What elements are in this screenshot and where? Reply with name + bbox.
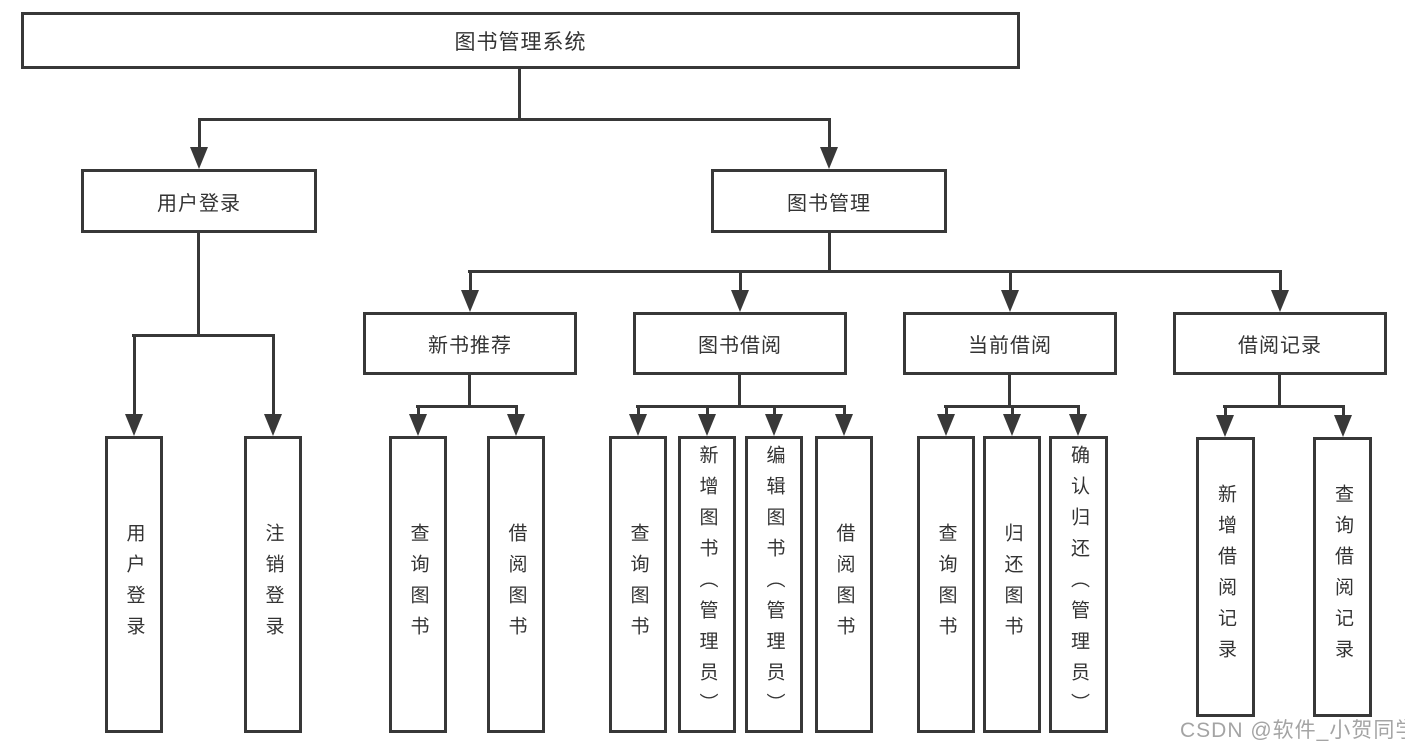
node-label: 编辑图书（管理员） xyxy=(763,445,785,724)
leaf-rec-borrow-books: 借阅图书 xyxy=(487,436,545,733)
node-label: 用户登录 xyxy=(123,522,145,647)
leaf-cur-query-books: 查询图书 xyxy=(917,436,975,733)
arrow-head xyxy=(507,414,525,436)
arrow-head xyxy=(1069,414,1087,436)
connector-line xyxy=(1279,270,1282,296)
arrow-head xyxy=(1216,415,1234,437)
leaf-cur-confirm-return-admin: 确认归还（管理员） xyxy=(1049,436,1108,733)
arrow-head xyxy=(461,290,479,312)
node-label: 当前借阅 xyxy=(968,335,1052,357)
connector-line xyxy=(706,405,709,420)
node-label: 新增借阅记录 xyxy=(1215,484,1236,670)
connector-line xyxy=(1011,405,1014,420)
node-label: 查询借阅记录 xyxy=(1332,484,1353,670)
connector-line xyxy=(1278,375,1281,408)
connector-line xyxy=(468,270,1282,273)
node-label: 查询图书 xyxy=(627,522,649,647)
connector-line xyxy=(468,375,471,408)
arrow-head xyxy=(125,414,143,436)
arrow-head xyxy=(765,414,783,436)
connector-line xyxy=(773,405,776,420)
connector-line xyxy=(636,405,846,408)
arrow-head xyxy=(190,147,208,169)
connector-line xyxy=(198,118,831,121)
connector-line xyxy=(1009,270,1012,296)
arrow-head xyxy=(1334,415,1352,437)
arrow-head xyxy=(820,147,838,169)
arrow-head xyxy=(698,414,716,436)
arrow-head xyxy=(1271,290,1289,312)
connector-line xyxy=(828,233,831,273)
connector-line xyxy=(637,405,640,420)
node-current-borrow: 当前借阅 xyxy=(903,312,1117,375)
node-book-borrow: 图书借阅 xyxy=(633,312,847,375)
node-label: 借阅记录 xyxy=(1238,335,1322,357)
node-label: 注销登录 xyxy=(262,522,284,647)
node-root-system: 图书管理系统 xyxy=(21,12,1020,69)
leaf-rcd-add-record: 新增借阅记录 xyxy=(1196,437,1255,717)
node-label: 查询图书 xyxy=(935,522,957,647)
connector-line xyxy=(945,405,948,420)
connector-line xyxy=(739,270,742,296)
node-label: 用户登录 xyxy=(157,192,241,215)
node-label: 借阅图书 xyxy=(833,522,855,647)
connector-line xyxy=(197,233,200,337)
leaf-user-login: 用户登录 xyxy=(105,436,163,733)
connector-line xyxy=(518,69,521,120)
arrow-head xyxy=(1001,290,1019,312)
node-label: 图书管理系统 xyxy=(454,30,587,54)
node-label: 图书借阅 xyxy=(698,335,782,357)
connector-line xyxy=(1224,405,1227,421)
leaf-bor-edit-books-admin: 编辑图书（管理员） xyxy=(745,436,803,733)
connector-line xyxy=(133,334,136,420)
connector-line xyxy=(1342,405,1345,421)
connector-line xyxy=(469,270,472,296)
arrow-head xyxy=(937,414,955,436)
leaf-logout: 注销登录 xyxy=(244,436,302,733)
node-label: 新增图书（管理员） xyxy=(696,445,718,724)
node-label: 新书推荐 xyxy=(428,335,512,357)
node-label: 归还图书 xyxy=(1001,522,1023,647)
connector-line xyxy=(416,405,518,408)
leaf-rcd-query-record: 查询借阅记录 xyxy=(1313,437,1372,717)
arrow-head xyxy=(835,414,853,436)
arrow-head xyxy=(629,414,647,436)
node-label: 借阅图书 xyxy=(505,522,527,647)
connector-line xyxy=(198,118,201,153)
leaf-bor-query-books: 查询图书 xyxy=(609,436,667,733)
connector-line xyxy=(272,334,275,420)
node-borrow-records: 借阅记录 xyxy=(1173,312,1387,375)
node-label: 确认归还（管理员） xyxy=(1068,445,1089,724)
connector-line xyxy=(417,405,420,420)
node-book-management: 图书管理 xyxy=(711,169,947,233)
arrow-head xyxy=(264,414,282,436)
connector-line xyxy=(843,405,846,420)
connector-line xyxy=(1077,405,1080,420)
node-label: 图书管理 xyxy=(787,192,871,215)
arrow-head xyxy=(731,290,749,312)
node-user-login: 用户登录 xyxy=(81,169,317,233)
leaf-cur-return-books: 归还图书 xyxy=(983,436,1041,733)
connector-line xyxy=(738,375,741,408)
connector-line xyxy=(828,118,831,153)
connector-line xyxy=(1008,375,1011,408)
leaf-bor-borrow-books: 借阅图书 xyxy=(815,436,873,733)
leaf-rec-query-books: 查询图书 xyxy=(389,436,447,733)
node-new-book-recommend: 新书推荐 xyxy=(363,312,577,375)
connector-line xyxy=(515,405,518,420)
arrow-head xyxy=(409,414,427,436)
node-label: 查询图书 xyxy=(407,522,429,647)
leaf-bor-add-books-admin: 新增图书（管理员） xyxy=(678,436,736,733)
arrow-head xyxy=(1003,414,1021,436)
connector-line xyxy=(132,334,274,337)
csdn-watermark: CSDN @软件_小贺同学 xyxy=(1180,719,1405,742)
connector-line xyxy=(1223,405,1345,408)
